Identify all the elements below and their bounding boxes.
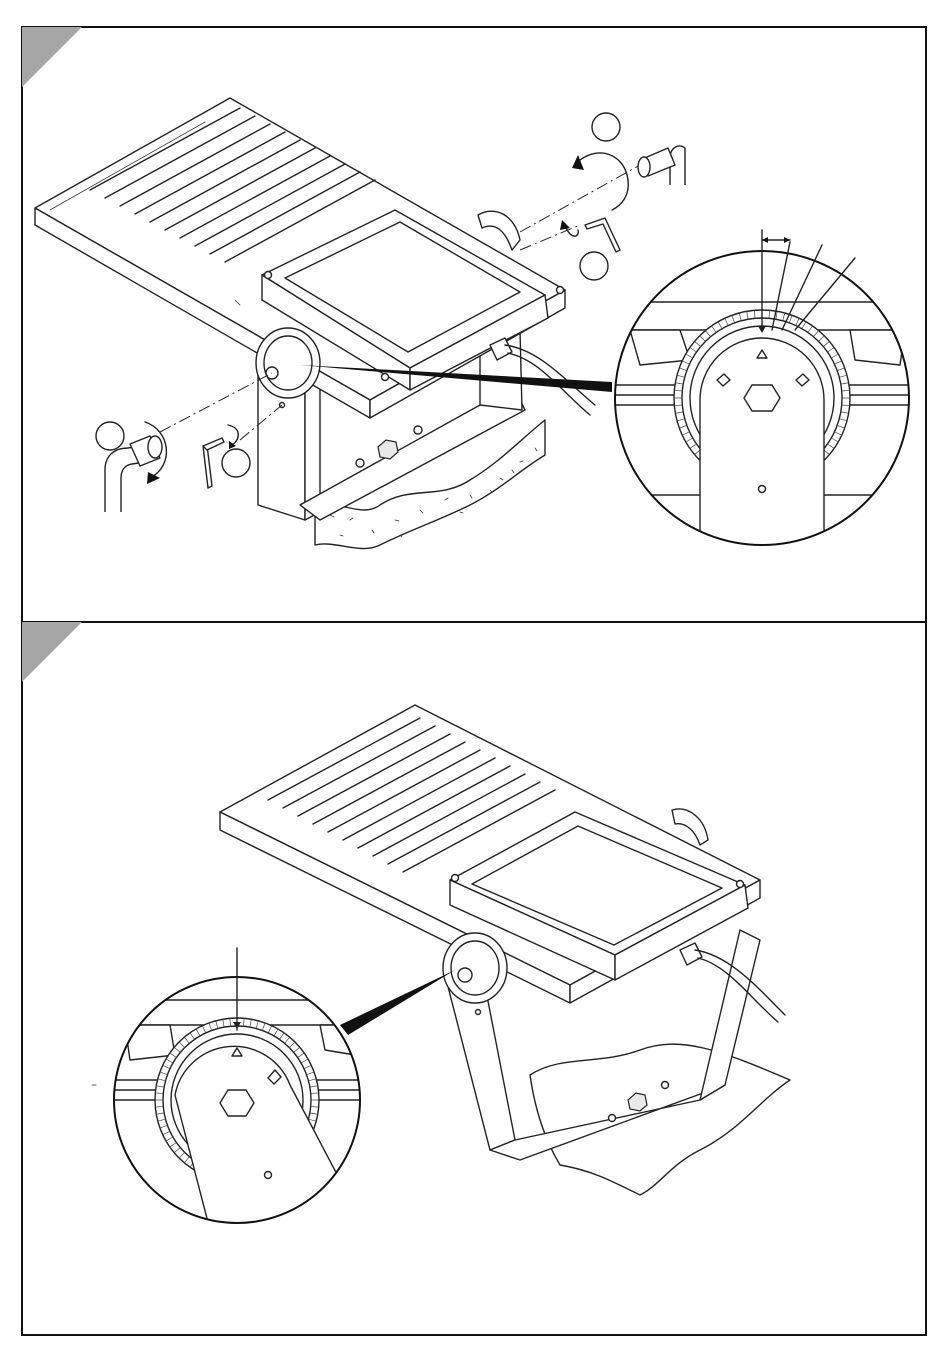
panel-1-corner-marker — [22, 27, 82, 87]
step-circle-4 — [580, 252, 608, 280]
detail-leader-bottom — [340, 970, 455, 1035]
top-panel — [35, 98, 915, 560]
socket-wrench-right — [572, 146, 685, 210]
axis-rear-screw — [520, 225, 580, 250]
angle-scale-detail — [610, 230, 915, 560]
step-circle-1 — [96, 422, 124, 450]
axis-rear — [520, 165, 640, 232]
step-circle-2 — [222, 449, 250, 477]
panel-2-corner-marker — [22, 622, 82, 682]
ground-base — [530, 1044, 790, 1195]
allen-key-right — [560, 218, 620, 252]
axis-front — [160, 373, 272, 432]
step-circle-3 — [592, 113, 620, 141]
bottom-panel — [92, 705, 790, 1230]
zero-mark-detail — [92, 948, 365, 1230]
